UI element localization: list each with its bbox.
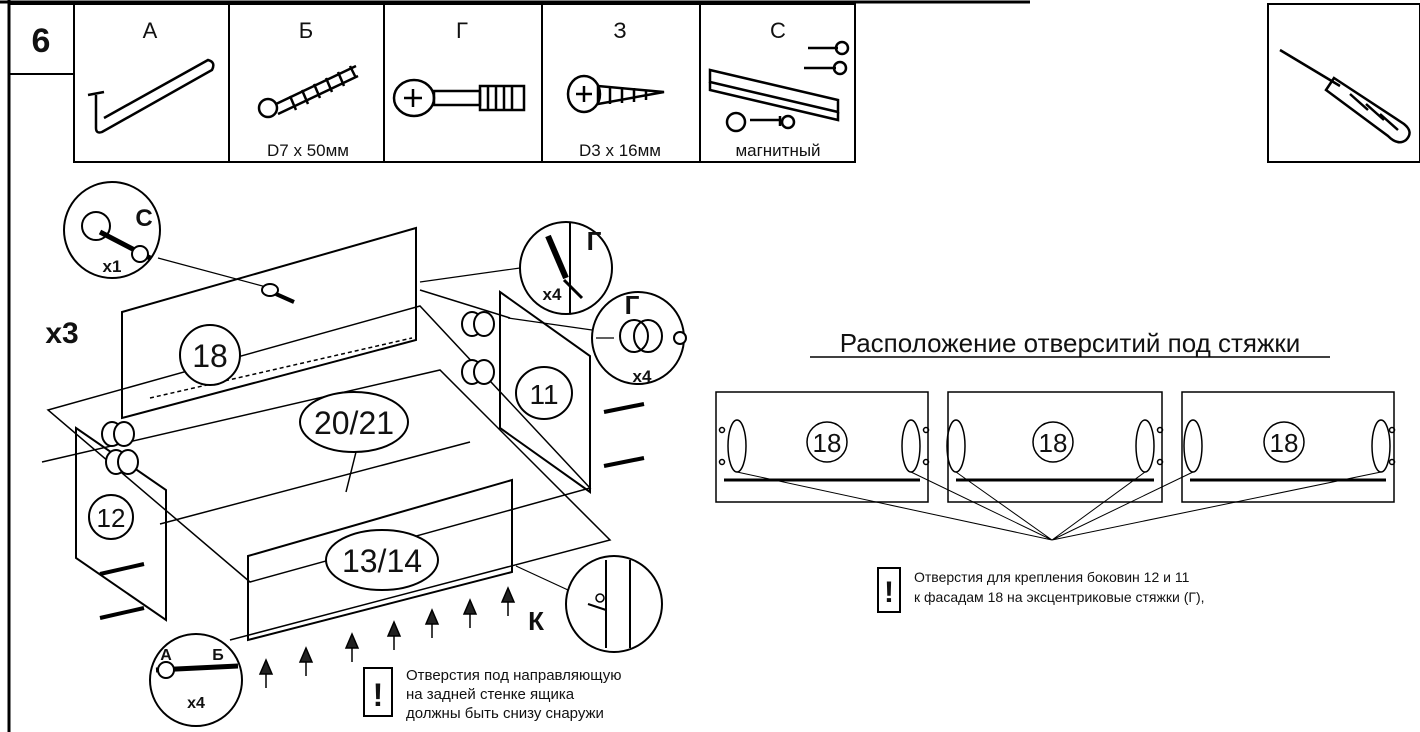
part-letter-g: Г [456,18,468,43]
callout-cam-lock-letter: Г [625,290,640,320]
bottom-panel [46,305,592,583]
part-spec-b: D7 x 50мм [267,141,349,160]
part-letter-b: Б [299,18,313,43]
part-spec-z: D3 x 16мм [579,141,661,160]
hole-layout-title: Расположение отверситий под стяжки [840,328,1301,358]
callout-screws-letter-a: А [160,647,172,664]
callout-magnet [63,181,295,304]
tool-cell [1267,3,1420,163]
callout-cam-pin-qty: x4 [543,285,562,304]
callout-screws [149,633,243,727]
callout-cam-lock [507,291,687,385]
hex-key-icon [87,58,215,134]
callout-cam-lock-qty: x4 [633,367,652,386]
note-line-2: к фасадам 18 на эксцентриковые стяжки (Г… [914,589,1205,605]
panel-label-left-side: 12 [97,503,126,533]
part-letter-s: С [770,18,786,43]
part-letter-z: З [613,18,626,43]
callout-cam-pin [419,221,613,315]
drawer-exploded-view [41,226,612,642]
callout-screws-letter-b: Б [212,647,224,664]
parts-header [8,3,1420,163]
warning-line-1: Отверстия под направляющую [406,667,622,684]
magnet-catch-icon [708,40,850,133]
wood-screw-icon [566,74,665,114]
panel-label-bottom: 20/21 [314,405,394,441]
warning-mark: ! [373,677,384,713]
note-line-1: Отверстия для крепления боковин 12 и 11 [914,569,1190,585]
quantity-multiplier: x3 [45,317,78,350]
callout-screws-qty: x4 [187,695,205,712]
confirmat-screw-icon [257,64,359,119]
hole-panel-label-2: 18 [1039,428,1068,458]
warning-mark-box [363,667,393,717]
screw-row-icons [99,402,645,688]
part-cell-s [699,3,856,163]
callout-cam-pin-letter: Г [587,226,602,256]
callout-magnet-qty: x1 [103,257,122,276]
step-number: 6 [32,22,51,60]
callout-magnet-letter: С [135,205,152,232]
hole-layout-panels [715,391,1396,541]
note-mark: ! [884,576,894,609]
front-panel [121,226,417,420]
part-letter-a: А [143,18,158,43]
panel-label-ovals [88,324,573,591]
part-spec-s: магнитный [735,141,820,160]
warning-line-2: на задней стенке ящика [406,686,575,703]
callout-runner-letter: К [528,606,544,636]
cam-lock-icons [101,311,495,475]
cam-fitting-icon [392,78,526,118]
right-side-panel [499,290,591,494]
note-mark-box [877,567,901,613]
hole-panel-label-1: 18 [813,428,842,458]
hole-panel-label-3: 18 [1270,428,1299,458]
panel-label-back: 13/14 [342,543,422,579]
panel-label-right-side: 11 [529,379,558,410]
panel-label-front: 18 [192,338,228,374]
callout-runner [515,555,663,653]
warning-line-3: должны быть снизу снаружи [406,705,604,722]
back-panel [247,478,513,642]
screwdriver-icon [1279,48,1411,144]
